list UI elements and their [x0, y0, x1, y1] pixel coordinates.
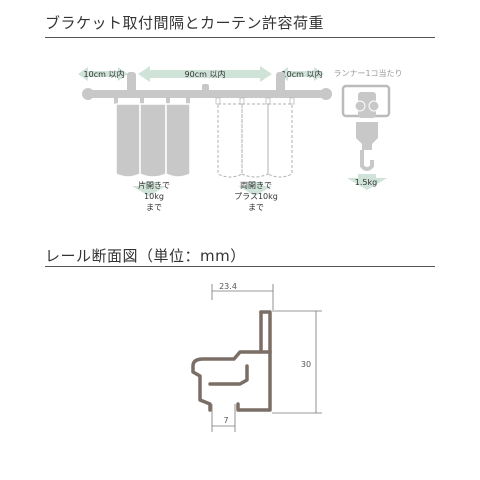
rail-cross-section	[191, 310, 272, 412]
bracket-right	[276, 72, 285, 94]
label-load-runner: 1.5kg	[355, 178, 377, 187]
label-middle-spacing: 90cm 以内	[185, 69, 226, 79]
label-load-double-1: 両開きで	[240, 181, 272, 190]
rail-end-cap-left	[82, 88, 94, 100]
dimension-slot	[211, 404, 236, 432]
curtain-rail	[82, 72, 332, 105]
label-load-double-3: まで	[248, 203, 264, 212]
label-dim-height: 30	[301, 360, 311, 369]
label-load-single-2: 10kg	[144, 192, 164, 201]
label-load-single-3: まで	[146, 203, 162, 212]
curtain-single-open	[115, 103, 191, 178]
section-divider-top	[45, 37, 435, 38]
section-title-cross-section: レール断面図（単位：mm）	[45, 247, 246, 265]
label-dim-slot: 7	[223, 416, 228, 425]
label-right-spacing: 10cm 以内	[282, 69, 323, 79]
runner-illustration	[341, 84, 391, 171]
bracket-left	[127, 72, 136, 94]
label-load-single-1: 片開きで	[138, 180, 170, 190]
bracket-middle	[202, 84, 209, 98]
rail-end-cap-right	[320, 88, 332, 100]
label-left-spacing: 10cm 以内	[84, 69, 125, 79]
section-title-bracket: ブラケット取付間隔とカーテン許容荷重	[45, 14, 325, 32]
label-load-double-2: プラス10kg	[234, 192, 278, 201]
spacing-arrow-middle	[138, 66, 272, 82]
load-arrow-double	[238, 182, 272, 196]
load-arrow-runner	[347, 174, 387, 190]
label-dim-width: 23.4	[219, 282, 237, 291]
dimension-width	[211, 284, 274, 310]
spacing-arrow-right	[278, 67, 324, 81]
load-arrow-single	[132, 182, 166, 196]
spacing-arrow-left	[78, 67, 128, 81]
section-divider-bottom	[45, 266, 435, 267]
curtain-double-open	[217, 103, 293, 178]
label-runner-caption: ランナー1コ当たり	[333, 68, 402, 78]
dimension-height	[272, 310, 322, 414]
